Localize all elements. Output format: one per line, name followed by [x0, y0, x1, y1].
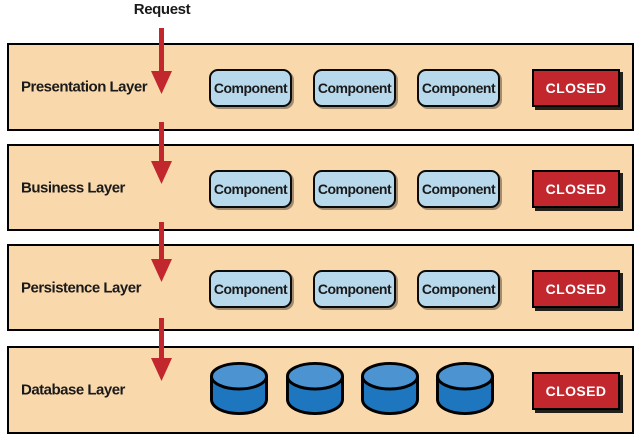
layer-business: Business Layer Component Component Compo…: [7, 144, 634, 231]
database-cylinder-icon: [361, 361, 419, 416]
database-cylinder-icon: [436, 361, 494, 416]
layer-business-label: Business Layer: [21, 179, 125, 196]
component-box: Component: [417, 69, 500, 107]
layer-database-label: Database Layer: [21, 381, 125, 399]
closed-badge: CLOSED: [532, 69, 620, 107]
layer-persistence: Persistence Layer Component Component Co…: [7, 244, 634, 331]
closed-badge: CLOSED: [532, 372, 620, 410]
database-cylinder-icon: [286, 361, 344, 416]
component-box: Component: [209, 270, 292, 308]
component-box: Component: [417, 270, 500, 308]
component-box: Component: [313, 69, 396, 107]
layer-presentation: Presentation Layer Component Component C…: [7, 43, 634, 131]
request-label: Request: [133, 1, 191, 18]
component-box: Component: [313, 270, 396, 308]
component-box: Component: [313, 170, 396, 208]
layer-persistence-label: Persistence Layer: [21, 279, 141, 296]
closed-badge: CLOSED: [532, 170, 620, 208]
component-box: Component: [209, 69, 292, 107]
closed-badge: CLOSED: [532, 270, 620, 308]
layer-database: Database Layer CLOSED: [7, 346, 634, 434]
database-cylinder-icon: [210, 361, 268, 416]
layer-presentation-label: Presentation Layer: [21, 78, 148, 96]
component-box: Component: [209, 170, 292, 208]
component-box: Component: [417, 170, 500, 208]
